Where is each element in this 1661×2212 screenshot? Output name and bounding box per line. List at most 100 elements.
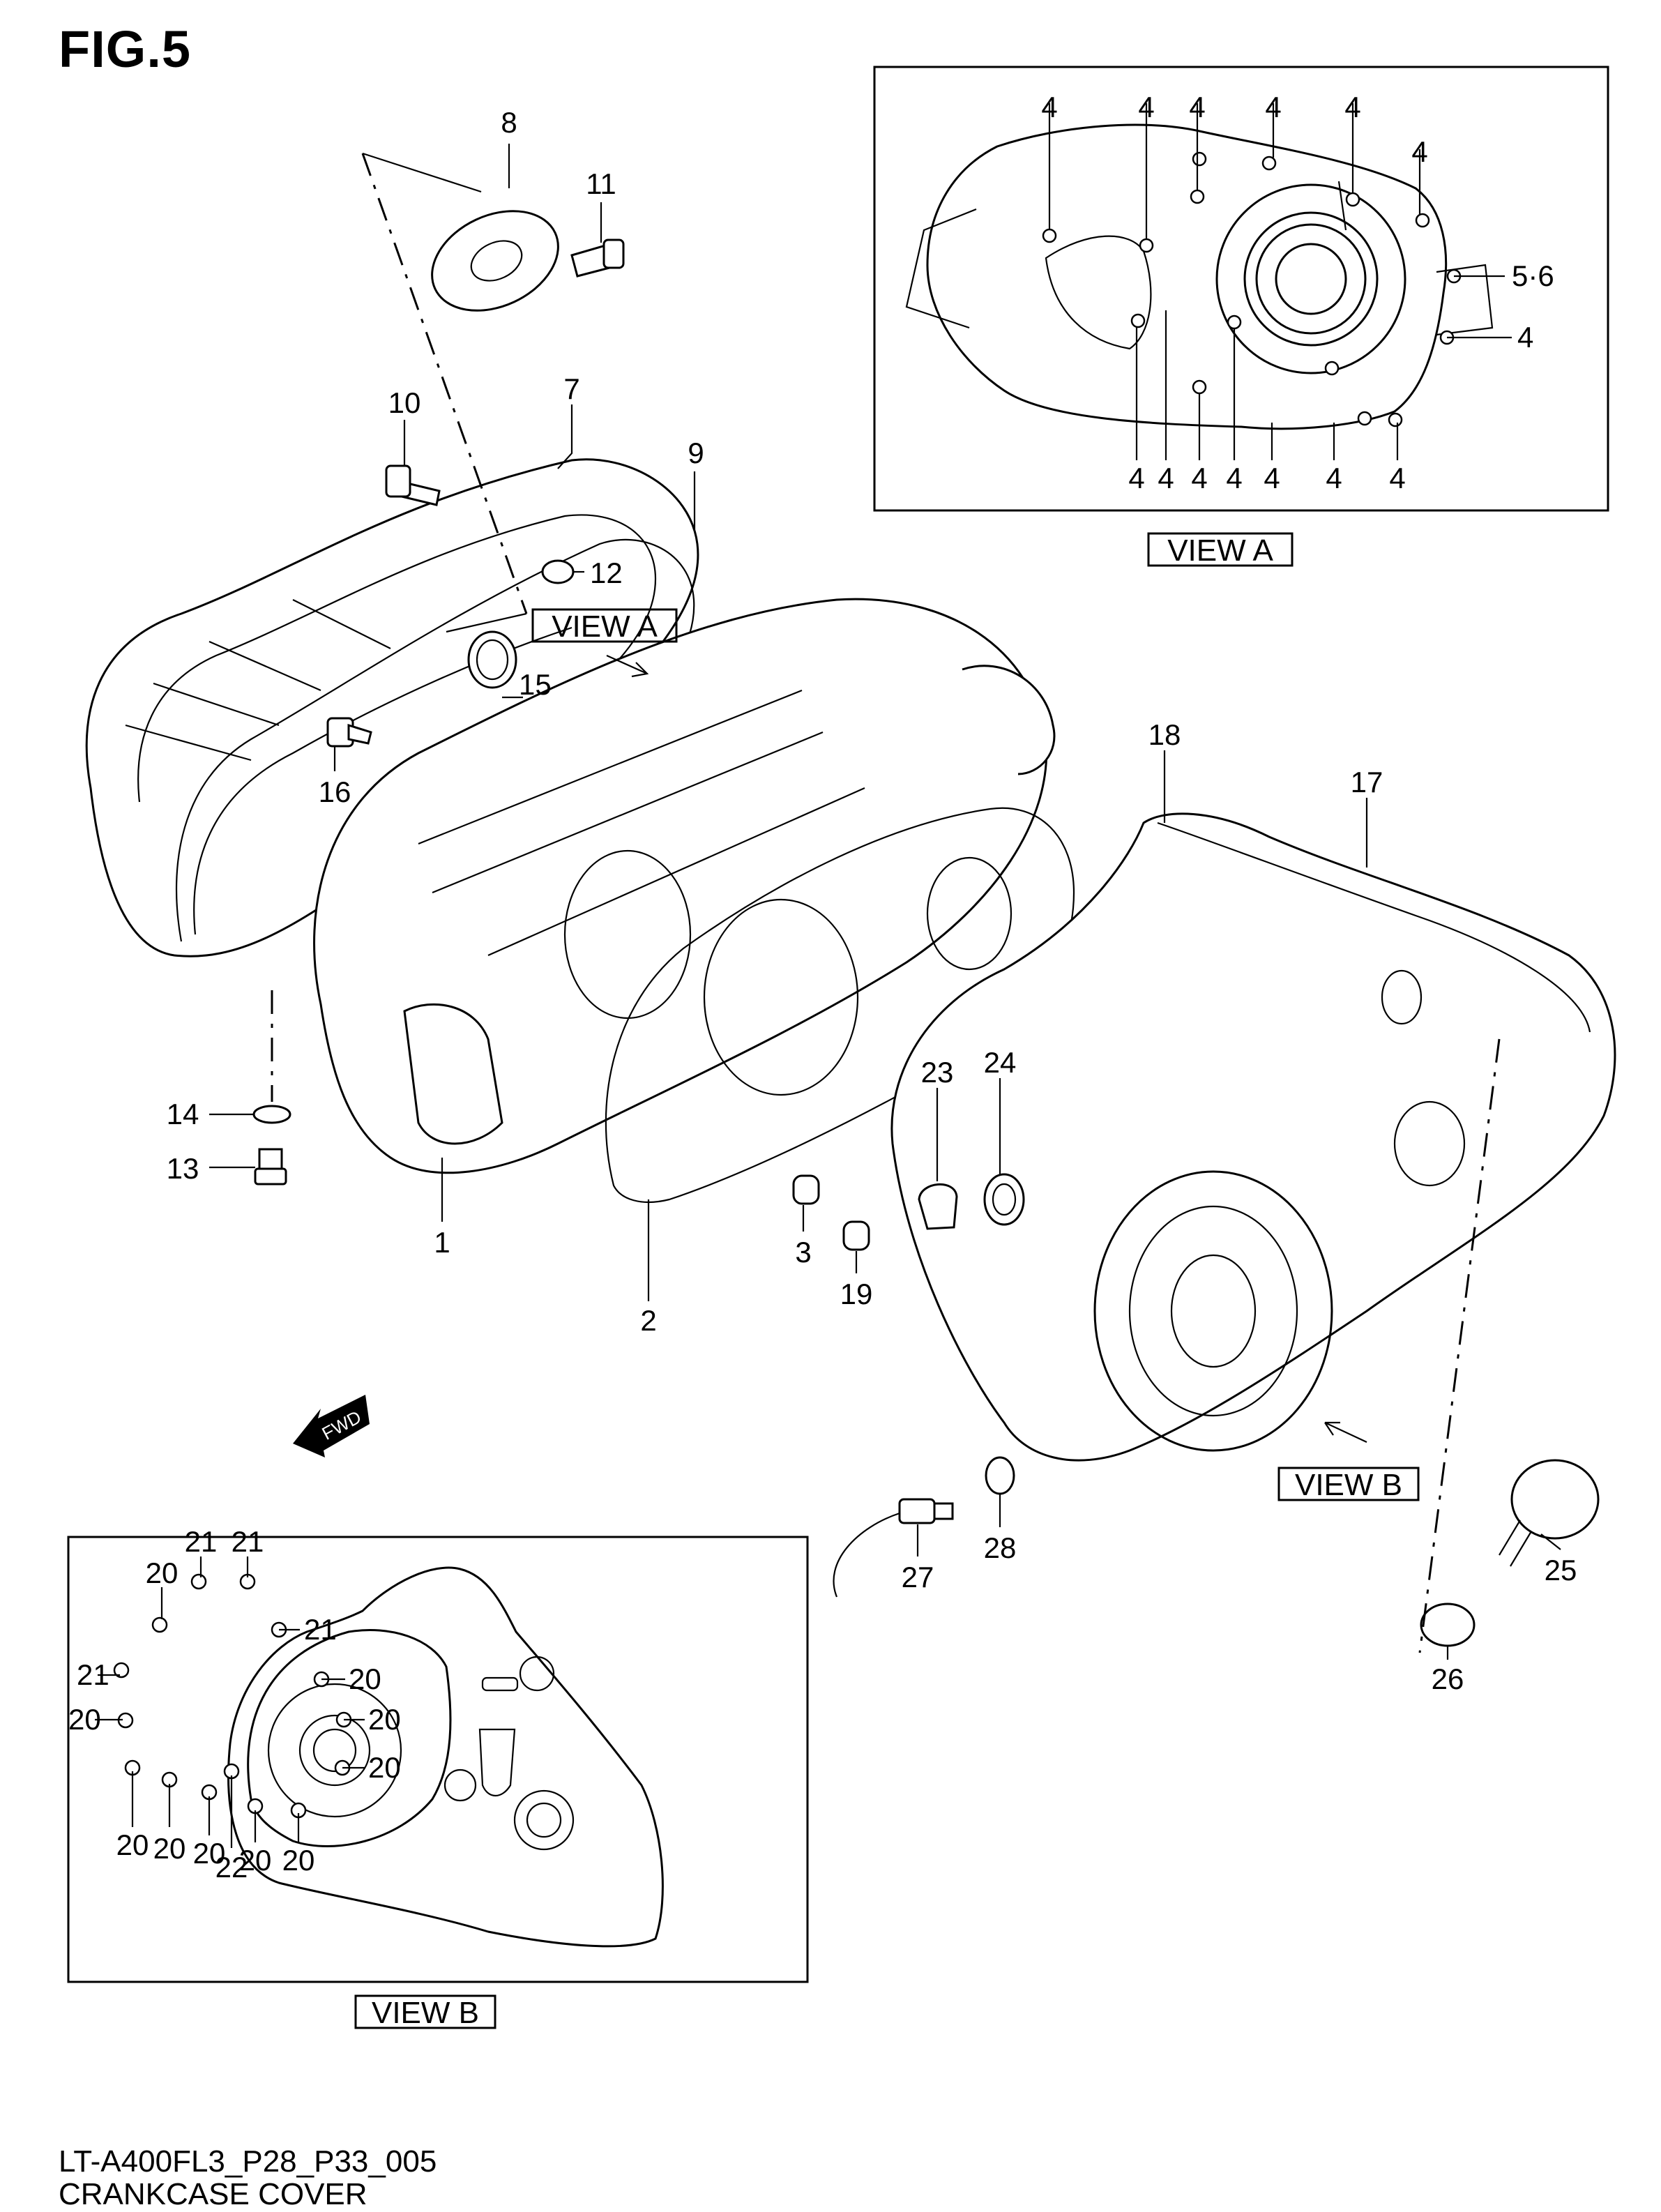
part-25-oil-filler-cap (1499, 1459, 1600, 1567)
callout-21: 21 (185, 1525, 218, 1558)
callout-20: 20 (193, 1837, 226, 1870)
callout-4: 4 (1264, 462, 1280, 494)
callout-16: 16 (319, 775, 351, 808)
part-14-washer (252, 1105, 291, 1124)
callout-23: 23 (921, 1056, 954, 1089)
callout-2: 2 (640, 1304, 656, 1337)
callout-4: 4 (1191, 462, 1207, 494)
fwd-arrow-icon: FWD (293, 1395, 370, 1457)
main-callout-leaders (209, 144, 1561, 1660)
view-b-bolt-holes (113, 1573, 352, 1819)
callout-22: 22 (215, 1851, 248, 1884)
callout-18: 18 (1148, 718, 1181, 751)
callout-9: 9 (688, 437, 704, 469)
callout-21: 21 (232, 1525, 264, 1558)
view-a-cover-outline (905, 123, 1494, 430)
view-b-frame (67, 1536, 809, 1983)
callout-4: 4 (1226, 462, 1242, 494)
part-1-crankcase-cover (313, 598, 1056, 1174)
callout-4: 4 (1265, 91, 1281, 123)
callout-4: 4 (1041, 91, 1057, 123)
callout-17: 17 (1351, 766, 1383, 798)
part-7-outer-cover (85, 458, 699, 957)
filler-cap-projection-line (1418, 1038, 1501, 1653)
view-a-projection-line (361, 153, 528, 614)
callout-14: 14 (167, 1098, 199, 1130)
callout-11: 11 (586, 167, 616, 200)
part-11-bolt (570, 238, 625, 278)
callout-4: 4 (1128, 462, 1144, 494)
callout-5-6: 5·6 (1512, 259, 1554, 292)
callout-21: 21 (304, 1613, 337, 1646)
view-b-label-box (354, 1994, 496, 2029)
view-a-reference-box (531, 608, 678, 643)
view-b-cover-outline (227, 1566, 664, 1948)
part-26-oring (1420, 1603, 1476, 1647)
callout-15: 15 (519, 668, 552, 701)
callout-20: 20 (239, 1844, 272, 1877)
view-b-reference-label: VIEW B (1295, 1468, 1402, 1502)
part-17-gasket (1157, 821, 1591, 1033)
callout-25: 25 (1545, 1554, 1577, 1586)
callout-3: 3 (795, 1236, 811, 1268)
view-a-callout-leaders (1048, 103, 1512, 460)
part-10-bolt (385, 464, 441, 506)
callout-20: 20 (368, 1703, 401, 1736)
view-a-arrow-icon (606, 654, 649, 678)
callout-20: 20 (368, 1751, 401, 1784)
part-16-bolt (326, 717, 372, 748)
part-19-dowel (842, 1220, 870, 1251)
callout-1: 1 (434, 1226, 450, 1259)
callout-4: 4 (1189, 91, 1205, 123)
callout-19: 19 (840, 1278, 873, 1310)
part-23-plug (918, 1183, 958, 1230)
main-callout-labels: 8 11 10 7 9 12 15 16 14 13 1 2 3 19 23 2… (167, 106, 1577, 1695)
part-12-dowel (541, 559, 575, 584)
part-18-right-cover (890, 812, 1616, 1462)
callout-20: 20 (68, 1703, 101, 1736)
figure-caption: CRANKCASE COVER (59, 2177, 367, 2211)
view-b-reference-box (1277, 1467, 1420, 1501)
callout-26: 26 (1432, 1662, 1464, 1695)
callout-20: 20 (282, 1844, 315, 1877)
callout-4: 4 (1138, 91, 1154, 123)
view-b-callout-labels: 21 21 20 21 21 20 20 20 20 20 20 20 22 2… (68, 1525, 401, 1884)
view-a-frame (873, 66, 1609, 512)
drawing-code: LT-A400FL3_P28_P33_005 (59, 2144, 437, 2179)
view-b-label: VIEW B (372, 1996, 479, 2030)
callout-20: 20 (116, 1828, 149, 1861)
callout-27: 27 (902, 1561, 934, 1593)
part-27-sensor (833, 1498, 954, 1598)
view-a-bolt-holes (1042, 151, 1462, 427)
callout-4: 4 (1389, 462, 1405, 494)
figure-title: FIG.5 (59, 20, 192, 78)
view-b-inset: 21 21 20 21 21 20 20 20 20 20 20 20 22 2… (67, 1525, 809, 2030)
callout-4: 4 (1517, 321, 1533, 354)
view-b-callout-leaders (95, 1556, 365, 1848)
part-3-dowel (792, 1174, 820, 1205)
view-a-inset: 4 4 4 4 4 4 5·6 4 4 4 4 4 4 4 4 VIEW A (873, 66, 1609, 568)
callout-21: 21 (77, 1658, 109, 1691)
callout-20: 20 (146, 1556, 179, 1589)
part-13-drain-bolt (254, 1148, 287, 1185)
view-b-arrow-icon (1324, 1421, 1367, 1443)
callout-13: 13 (167, 1152, 199, 1185)
callout-12: 12 (590, 556, 623, 589)
part-15-oil-seal (467, 630, 517, 689)
view-a-callout-labels: 4 4 4 4 4 4 5·6 4 4 4 4 4 4 4 4 (1041, 91, 1554, 494)
callout-20: 20 (153, 1832, 186, 1865)
callout-4: 4 (1326, 462, 1342, 494)
part-2-gasket (605, 807, 1075, 1203)
callout-10: 10 (388, 386, 421, 419)
view-a-reference-label: VIEW A (552, 609, 658, 644)
part-28-washer (985, 1456, 1015, 1495)
callout-28: 28 (984, 1531, 1017, 1564)
callout-4: 4 (1411, 135, 1427, 168)
callout-8: 8 (501, 106, 517, 139)
callout-24: 24 (984, 1046, 1017, 1079)
view-a-label-box (1147, 532, 1294, 567)
callout-4: 4 (1158, 462, 1174, 494)
callout-7: 7 (563, 372, 579, 405)
part-24-oring (983, 1173, 1025, 1226)
